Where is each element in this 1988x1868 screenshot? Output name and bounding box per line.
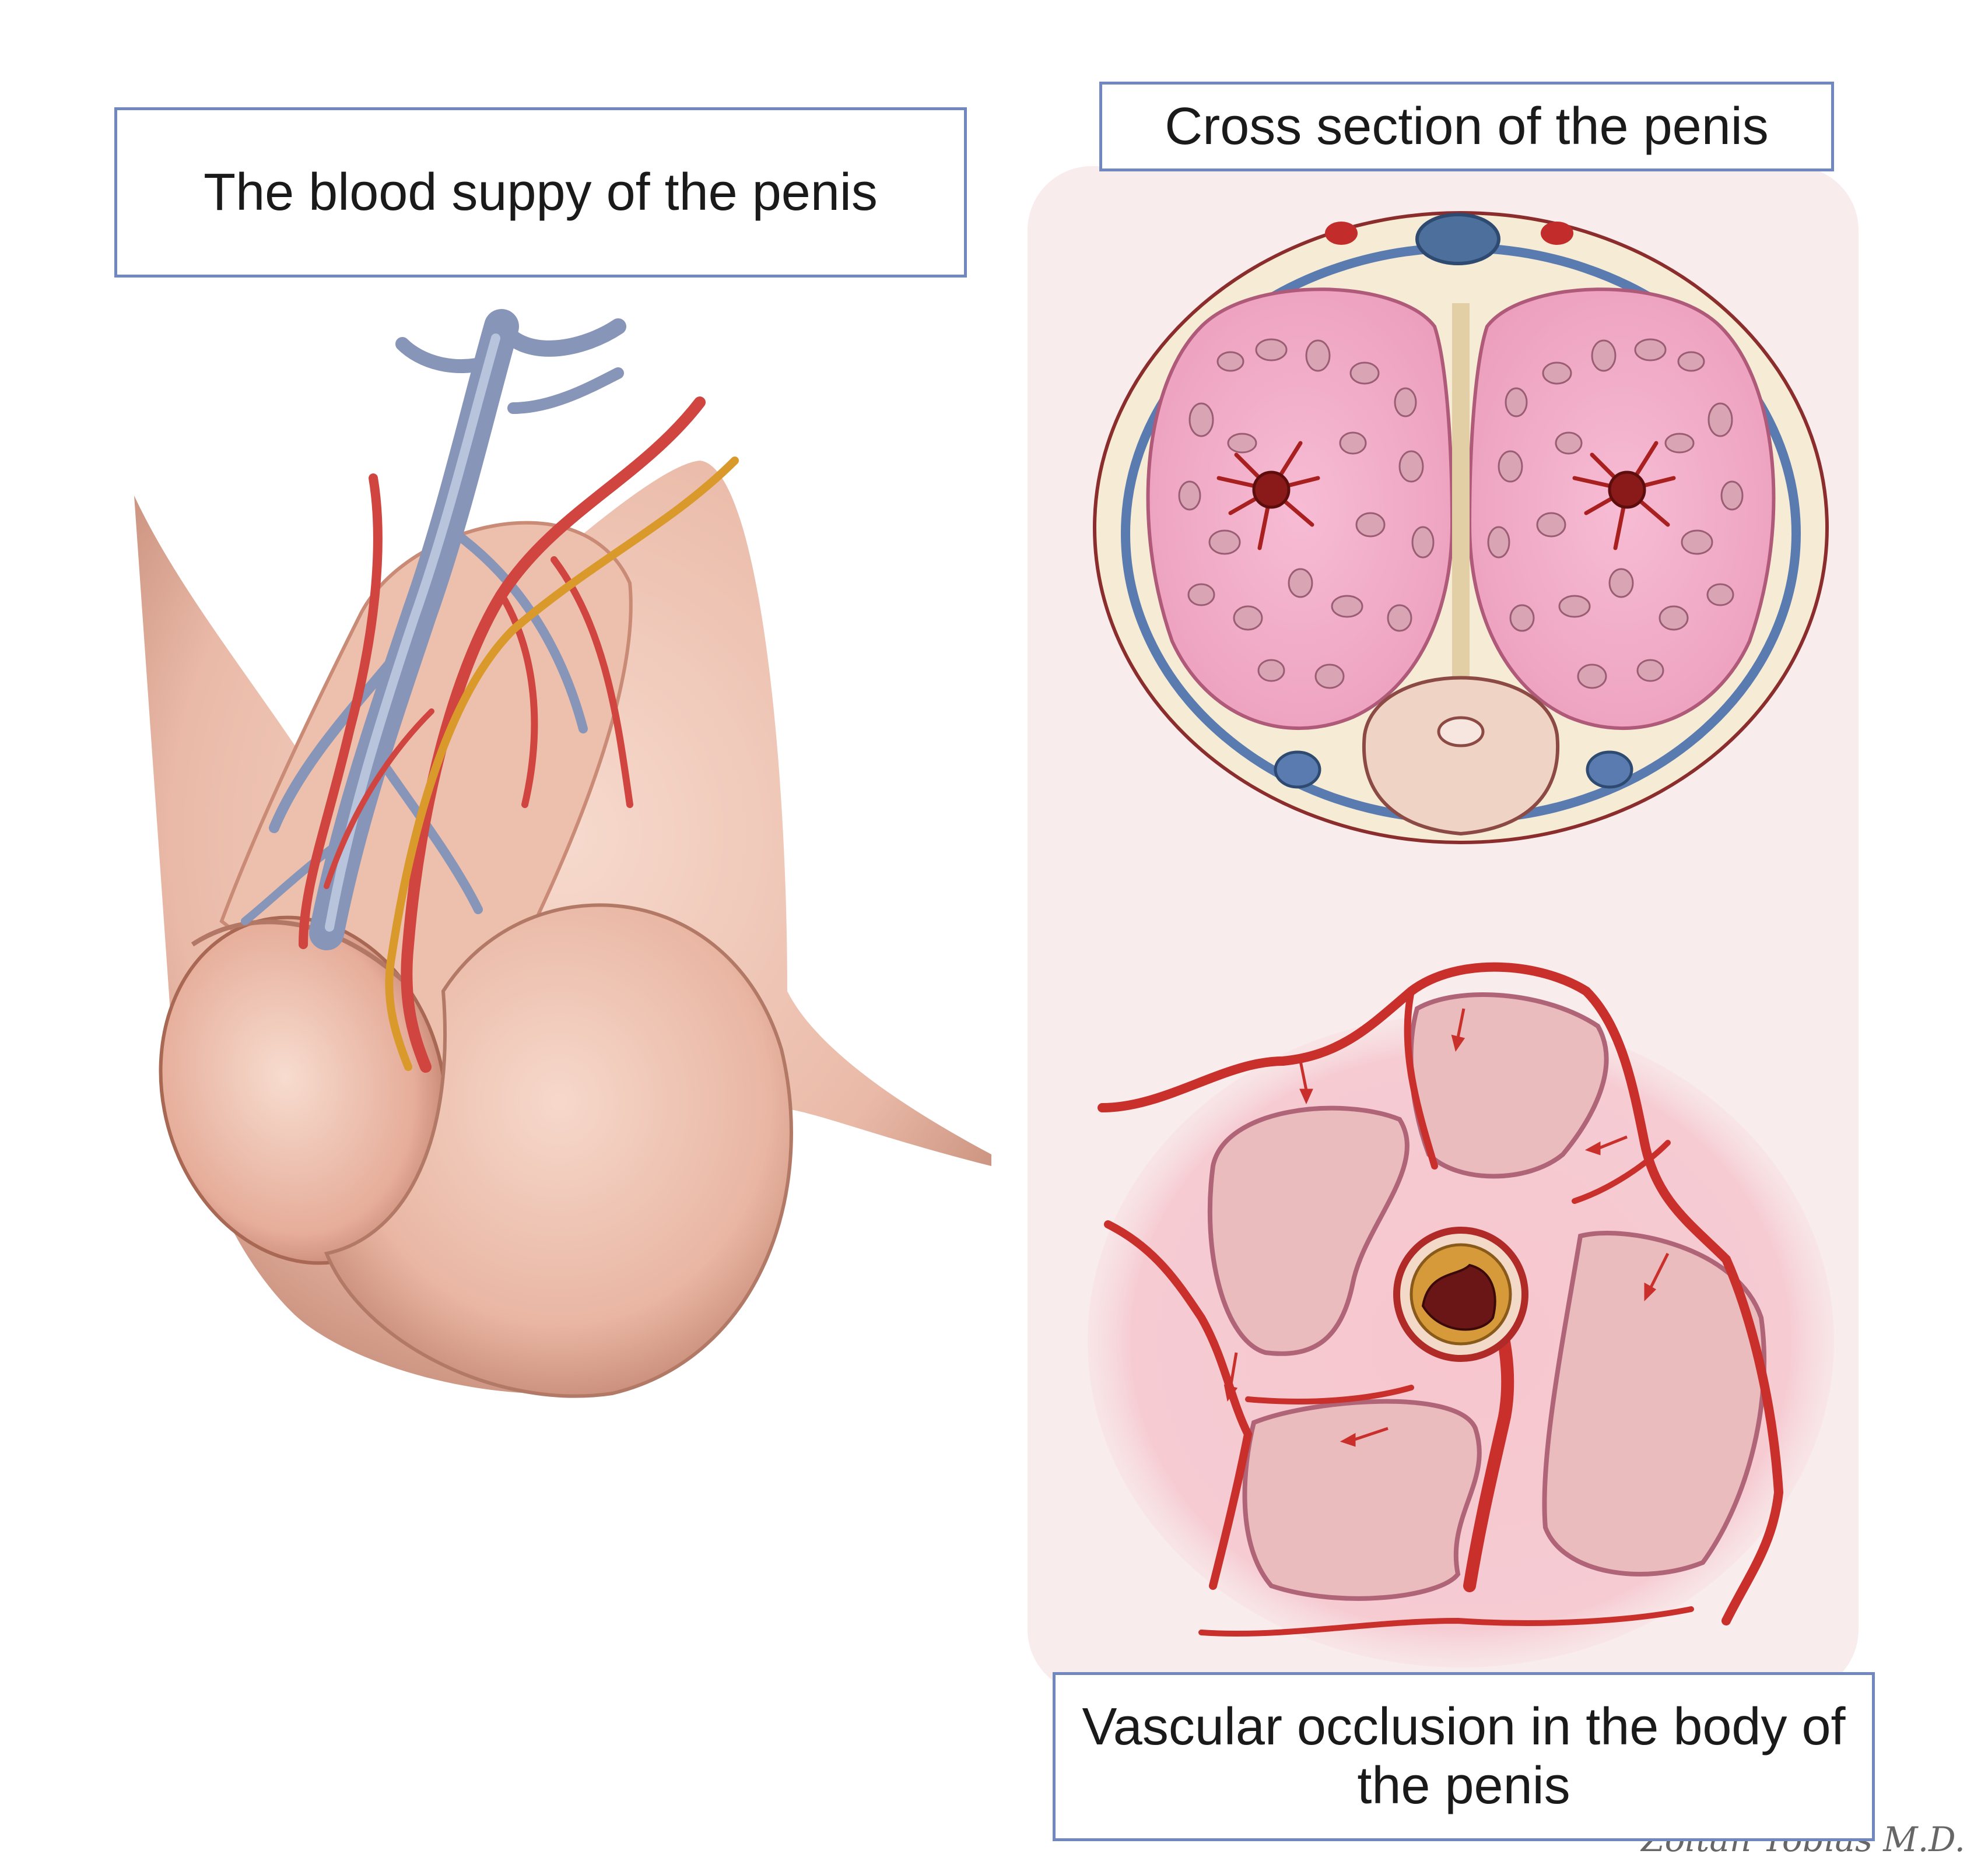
- dorsal-nerve: [385, 457, 739, 1071]
- blood-supply-label-box: The blood suppy of the penis: [114, 107, 967, 278]
- dorsal-artery-right: [1541, 222, 1573, 245]
- cross-section-label-box: Cross section of the penis: [1099, 82, 1834, 171]
- deep-dorsal-vein: [1415, 213, 1500, 265]
- circumflex-vein-left: [1274, 750, 1321, 789]
- sinusoid-spaces: [1178, 338, 1744, 689]
- blood-supply-label: The blood suppy of the penis: [204, 163, 878, 222]
- cross-section-label: Cross section of the penis: [1165, 97, 1769, 156]
- urethra: [1437, 716, 1485, 747]
- flow-arrows: [1223, 1008, 1670, 1447]
- cavernous-artery-left: [1252, 470, 1291, 509]
- dorsal-artery-left: [1325, 222, 1358, 245]
- penis-blood-supply-illustration: [134, 309, 991, 1398]
- scrotum: [324, 903, 793, 1398]
- dorsal-arteries: [299, 396, 706, 1073]
- corpus-spongiosum: [1362, 676, 1560, 836]
- corpus-cavernosum-left: [1146, 287, 1454, 730]
- vascular-occlusion-illustration: [1088, 962, 1834, 1667]
- vascular-occlusion-label: Vascular occlusion in the body of the pe…: [1082, 1698, 1846, 1815]
- circumflex-vein-right: [1586, 750, 1633, 789]
- occluded-artery-lumen: [1421, 1263, 1496, 1331]
- vascular-occlusion-label-box: Vascular occlusion in the body of the pe…: [1053, 1672, 1875, 1841]
- cavernous-arteries: [1216, 441, 1676, 550]
- cavernous-artery-right: [1608, 470, 1646, 509]
- cross-section-illustration: [1093, 211, 1829, 844]
- glans-corona: [191, 919, 410, 987]
